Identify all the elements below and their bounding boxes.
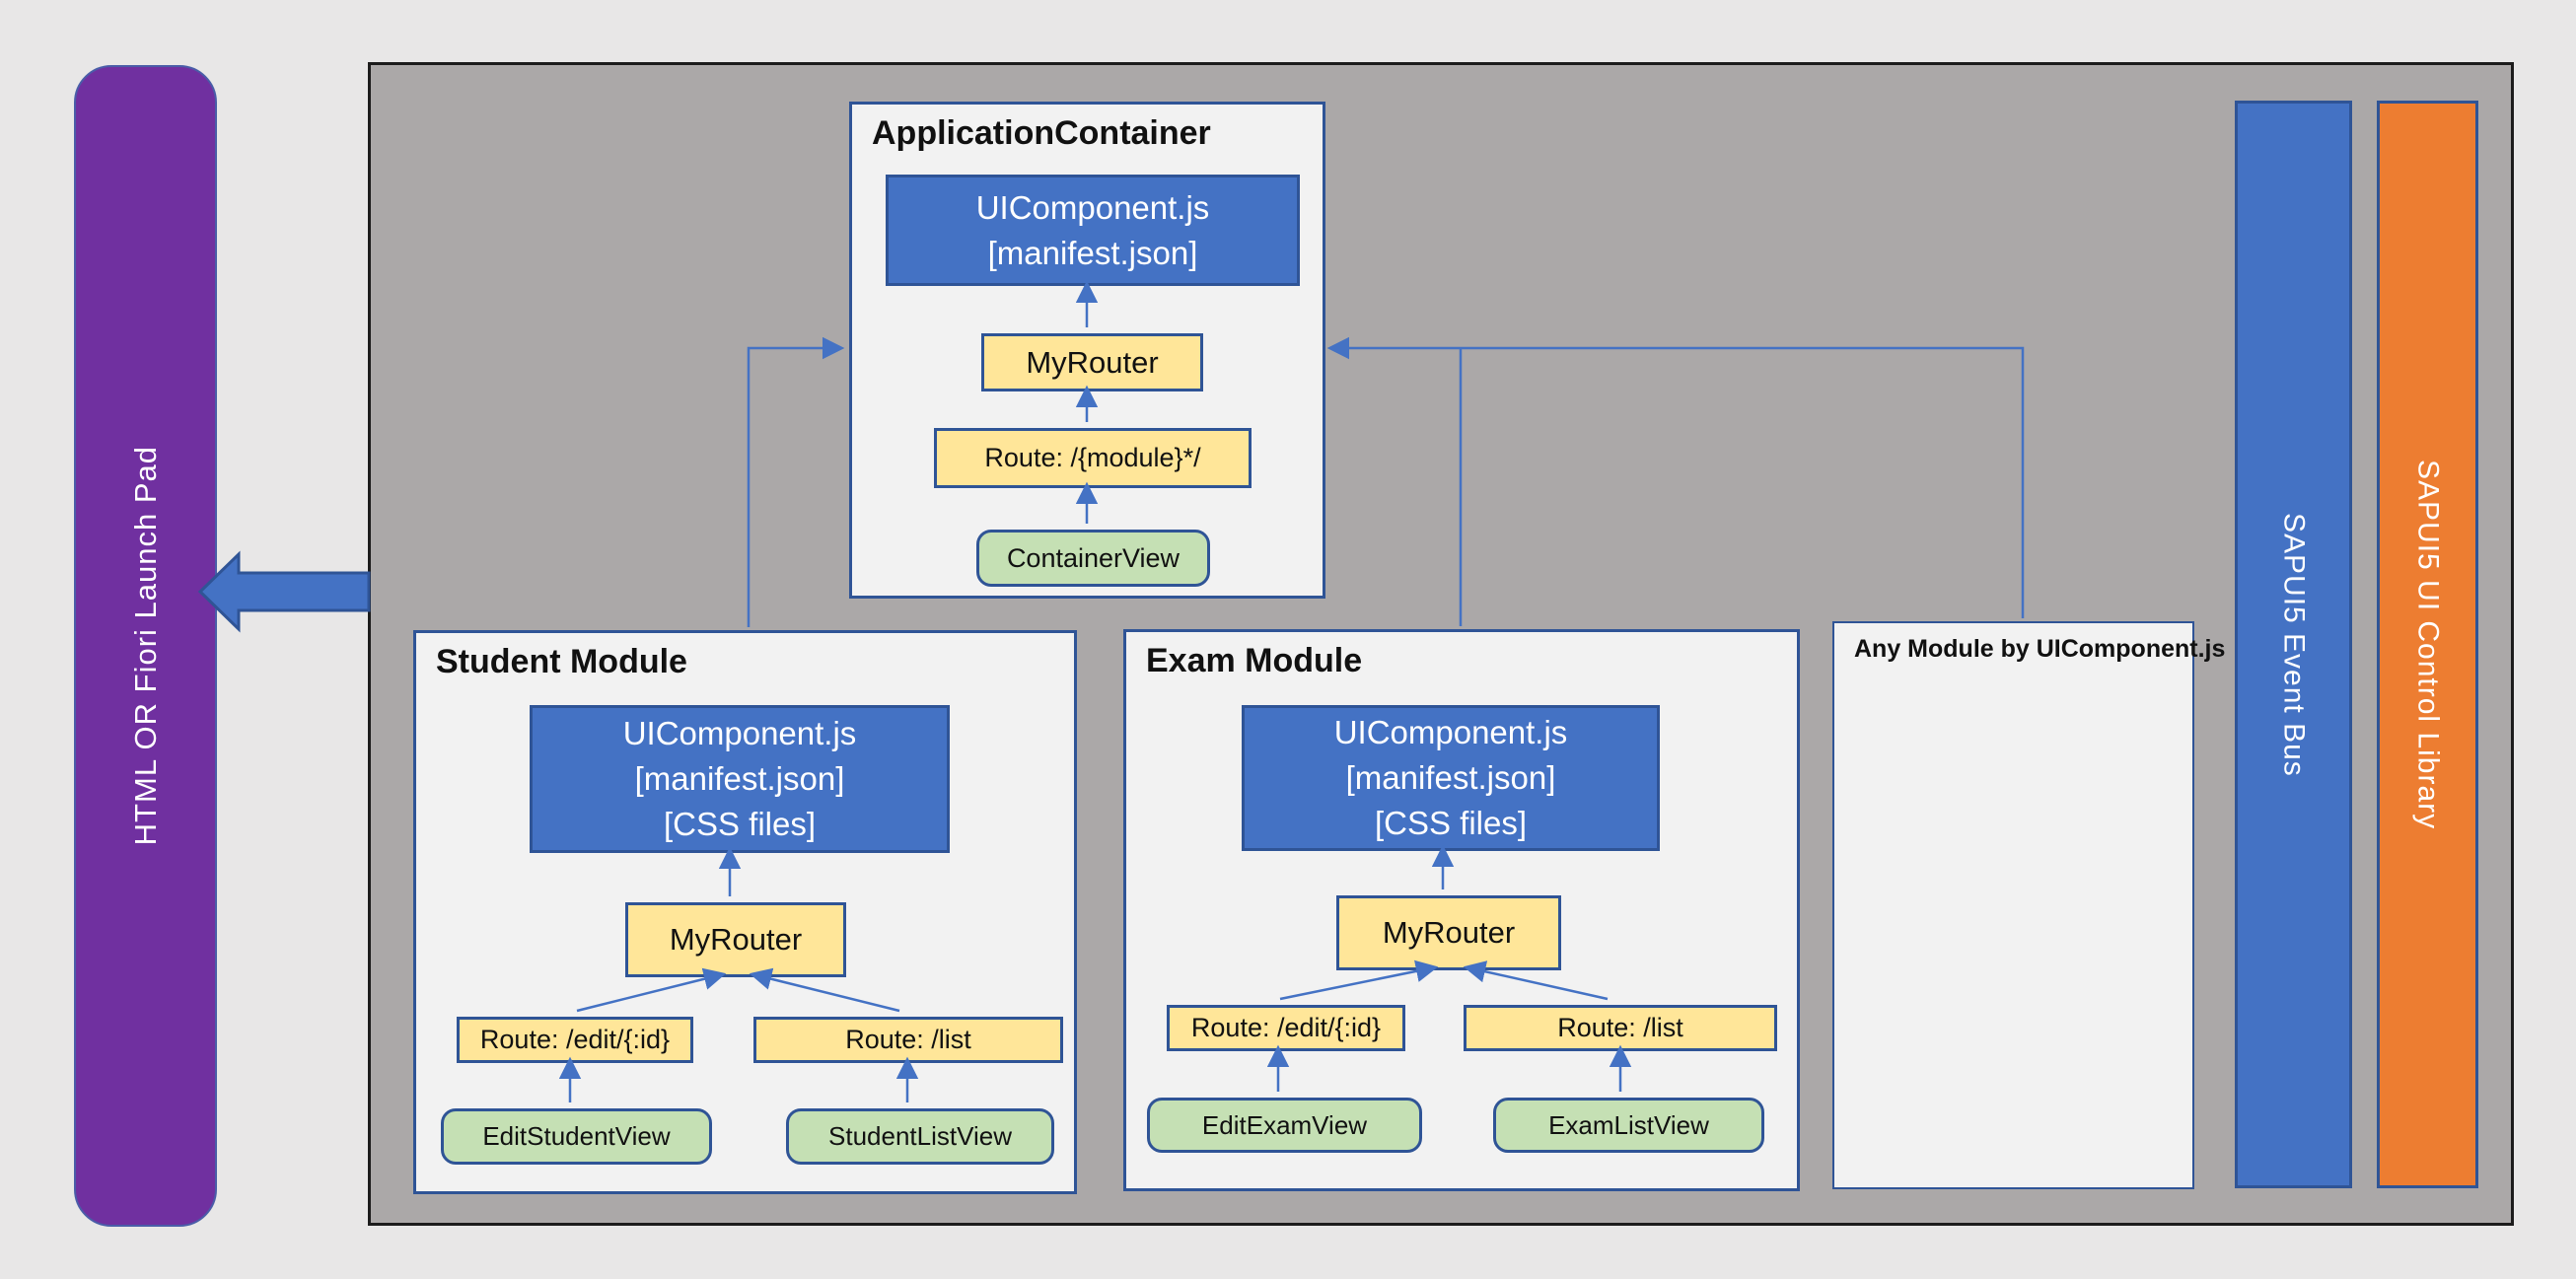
exam-list-view-box: ExamListView bbox=[1493, 1098, 1764, 1153]
exam-route-edit-box: Route: /edit/{:id} bbox=[1167, 1005, 1405, 1051]
exam-edit-view-box: EditExamView bbox=[1147, 1098, 1422, 1153]
application-container-title: ApplicationContainer bbox=[872, 114, 1211, 152]
app-uicomponent-box: UIComponent.js [manifest.json] bbox=[886, 175, 1300, 286]
control-library-label: SAPUI5 UI Control Library bbox=[2411, 459, 2445, 830]
exam-myrouter-box: MyRouter bbox=[1336, 895, 1561, 970]
student-myrouter-box: MyRouter bbox=[625, 902, 846, 977]
control-library-bar: SAPUI5 UI Control Library bbox=[2377, 101, 2478, 1188]
launchpad-bar: HTML OR Fiori Launch Pad bbox=[74, 65, 217, 1227]
sapui5-application-panel: ApplicationContainer UIComponent.js [man… bbox=[368, 62, 2514, 1226]
left-block-arrow-icon bbox=[197, 550, 371, 633]
any-module-title: Any Module by UIComponent.js bbox=[1854, 635, 2226, 663]
application-container-box: ApplicationContainer UIComponent.js [man… bbox=[849, 102, 1325, 599]
app-containerview-box: ContainerView bbox=[976, 530, 1210, 587]
exam-uicomponent-line1: UIComponent.js bbox=[1333, 714, 1568, 750]
exam-uicomponent-line3: [CSS files] bbox=[1374, 805, 1528, 841]
student-module-box: Student Module UIComponent.js [manifest.… bbox=[413, 630, 1077, 1194]
student-edit-view-box: EditStudentView bbox=[441, 1108, 712, 1165]
app-uicomponent-line1: UIComponent.js bbox=[975, 188, 1210, 226]
student-uicomponent-line2: [manifest.json] bbox=[634, 760, 845, 797]
student-list-view-box: StudentListView bbox=[786, 1108, 1054, 1165]
any-module-box: Any Module by UIComponent.js bbox=[1832, 621, 2225, 1189]
exam-module-title: Exam Module bbox=[1146, 642, 1363, 679]
app-uicomponent-line2: [manifest.json] bbox=[987, 234, 1198, 271]
exam-route-list-box: Route: /list bbox=[1464, 1005, 1777, 1051]
student-module-title: Student Module bbox=[436, 643, 687, 680]
event-bus-label: SAPUI5 Event Bus bbox=[2277, 512, 2311, 777]
app-route-box: Route: /{module}*/ bbox=[934, 428, 1252, 488]
app-myrouter-box: MyRouter bbox=[981, 333, 1203, 391]
student-uicomponent-box: UIComponent.js [manifest.json] [CSS file… bbox=[530, 705, 950, 853]
exam-uicomponent-box: UIComponent.js [manifest.json] [CSS file… bbox=[1242, 705, 1660, 851]
event-bus-bar: SAPUI5 Event Bus bbox=[2235, 101, 2352, 1188]
student-uicomponent-line1: UIComponent.js bbox=[622, 715, 857, 751]
exam-uicomponent-line2: [manifest.json] bbox=[1345, 759, 1556, 796]
student-route-edit-box: Route: /edit/{:id} bbox=[457, 1017, 693, 1063]
student-route-list-box: Route: /list bbox=[753, 1017, 1063, 1063]
launchpad-label: HTML OR Fiori Launch Pad bbox=[127, 446, 163, 846]
student-uicomponent-line3: [CSS files] bbox=[663, 806, 817, 842]
exam-module-box: Exam Module UIComponent.js [manifest.jso… bbox=[1123, 629, 1800, 1191]
